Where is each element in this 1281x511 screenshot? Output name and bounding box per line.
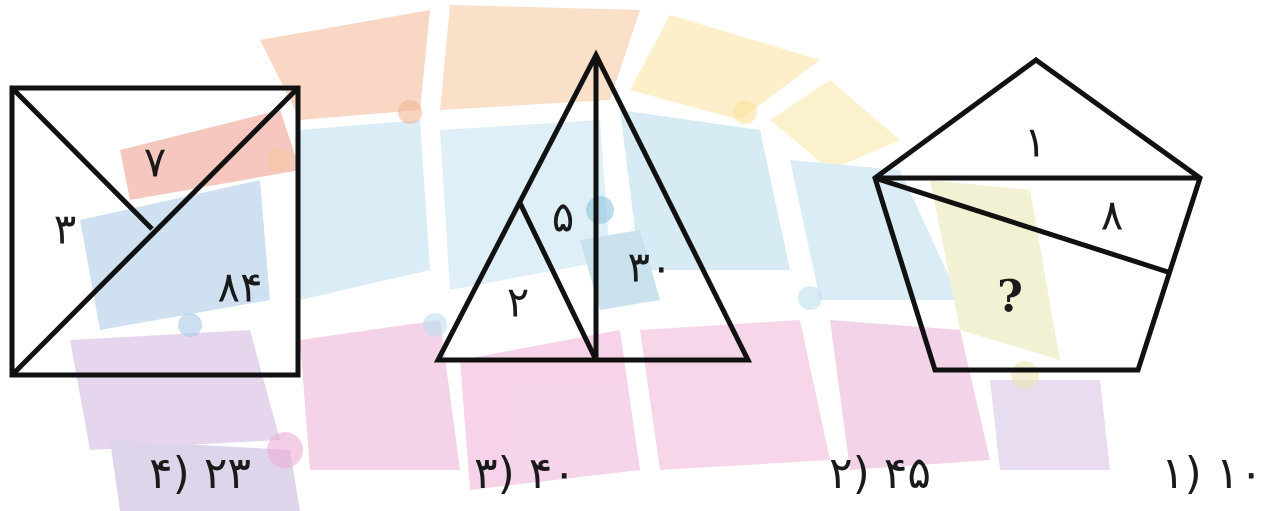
triangle-right-label: ۳۰	[627, 243, 672, 292]
option-2[interactable]: ۴۵ (۲	[829, 448, 931, 499]
triangle-lower-label: ۲	[507, 278, 530, 327]
pentagon-diagonal	[874, 175, 1169, 275]
square-figure: ۷ ۳ ۸۴	[9, 85, 301, 378]
answer-options: ۱۰ (۱ ۴۵ (۲ ۴۰ (۳ ۲۳ (۴	[149, 448, 1263, 499]
option-4[interactable]: ۲۳ (۴	[149, 448, 251, 499]
watermark-logo	[70, 5, 1110, 511]
pentagon-unknown-label: ?	[997, 272, 1023, 323]
triangle-outline	[433, 49, 753, 363]
square-left-label: ۳	[54, 205, 77, 254]
triangle-figure: ۵ ۲ ۳۰	[433, 49, 753, 363]
option-1[interactable]: ۱۰ (۱	[1161, 448, 1263, 499]
pentagon-figure: ۱ ۸ ?	[872, 56, 1203, 373]
square-right-label: ۸۴	[217, 263, 262, 312]
square-top-label: ۷	[144, 138, 167, 187]
square-diagonal	[10, 86, 300, 377]
triangle-upper-label: ۵	[552, 193, 575, 242]
pentagon-outline	[872, 56, 1203, 373]
square-outline	[9, 85, 301, 378]
option-3[interactable]: ۴۰ (۳	[474, 448, 576, 499]
square-inner-segment	[10, 86, 154, 231]
pentagon-middle-label: ۸	[1101, 191, 1124, 240]
watermark-nodes	[178, 100, 1039, 468]
triangle-inner-segment	[517, 201, 599, 362]
pentagon-top-label: ۱	[1024, 118, 1047, 167]
